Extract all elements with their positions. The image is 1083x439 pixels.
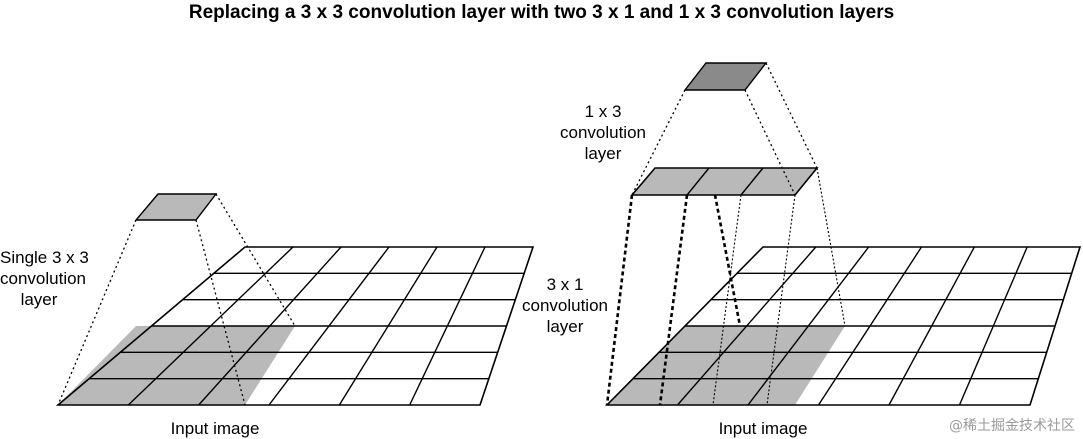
right-grid-border [605, 246, 1082, 406]
right-mid-label-line-2: convolution [521, 296, 608, 315]
right-top-label-line-1: 1 x 3 [584, 102, 622, 121]
right-input-grid [605, 246, 1082, 406]
left-output-cell [134, 193, 218, 221]
right-lower-connectors [605, 167, 846, 406]
left-grid-col-line [198, 246, 342, 406]
right-receptive-field [607, 326, 845, 405]
left-layer-label: Single 3 x 3 convolution layer [0, 247, 89, 310]
watermark: @稀土掘金技术社区 [949, 418, 1075, 434]
left-connectors [57, 193, 296, 406]
left-grid-border [55, 246, 535, 406]
right-mid-label: 3 x 1 convolution layer [510, 274, 620, 337]
left-grid-col-line [127, 246, 294, 406]
right-top-label-line-3: layer [584, 144, 622, 163]
right-mid-label-line-1: 3 x 1 [546, 275, 584, 294]
left-receptive-field [58, 326, 295, 405]
left-layer-label-line-3: layer [20, 290, 58, 309]
left-input-caption: Input image [170, 419, 260, 438]
right-grid-col-line [676, 246, 817, 406]
right-grid-col-line [958, 246, 1028, 406]
right-top-label-line-2: convolution [559, 123, 646, 142]
right-upper-connectors [631, 62, 818, 196]
right-mid-label-line-3: layer [546, 317, 584, 336]
left-input-grid [55, 246, 535, 406]
left-layer-label-line-2: convolution [0, 269, 87, 288]
right-grid-col-line [817, 246, 923, 406]
right-middle-strip [630, 167, 819, 196]
right-top-label: 1 x 3 convolution layer [548, 101, 658, 164]
left-layer-label-line-1: Single 3 x 3 [0, 248, 89, 267]
right-input-caption: Input image [718, 419, 808, 438]
right-grid-col-line [888, 246, 975, 406]
left-grid-col-line [409, 246, 486, 406]
diagram-title: Replacing a 3 x 3 convolution layer with… [188, 2, 895, 23]
left-grid-col-line [338, 246, 438, 406]
right-output-cell [683, 62, 768, 91]
left-grid-col-line [268, 246, 390, 406]
right-grid-col-line [747, 246, 870, 406]
